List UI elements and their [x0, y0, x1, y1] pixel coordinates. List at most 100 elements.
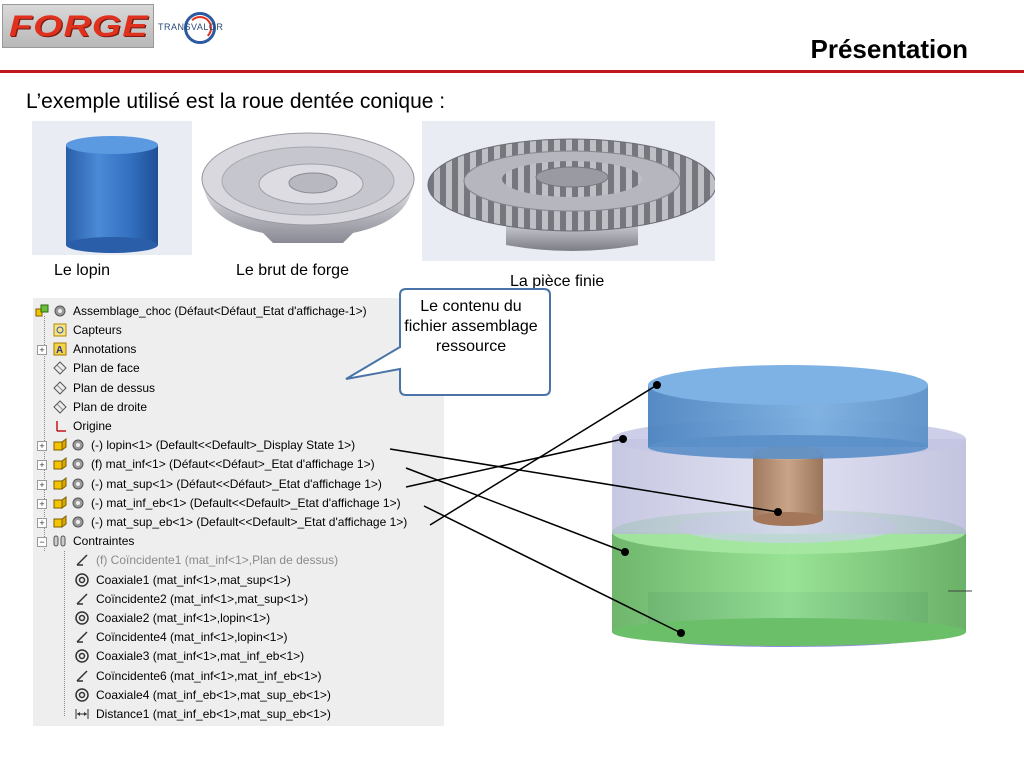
mate-item[interactable]: Coaxiale2 (mat_inf<1>,lopin<1>) — [33, 609, 444, 628]
callout-text: Le contenu du fichier assemblage ressour… — [404, 298, 538, 355]
expand-toggle-icon[interactable]: + — [37, 498, 47, 509]
gear-panel — [422, 121, 717, 261]
part-icon — [53, 457, 67, 471]
tree-item-label: Origine — [73, 419, 112, 433]
coincident-icon — [75, 669, 89, 683]
forge-logo: FORGE — [2, 4, 154, 48]
line-lopin — [389, 448, 779, 513]
part-icon — [53, 515, 67, 529]
origin-icon — [53, 419, 67, 433]
cylinder-billet-image — [66, 136, 158, 253]
part-icon — [53, 476, 67, 491]
title-divider — [0, 70, 1024, 73]
mate-item[interactable]: Coïncidente2 (mat_inf<1>,mat_sup<1>) — [33, 590, 444, 609]
coincident-icon — [75, 630, 89, 644]
distance-icon — [75, 707, 89, 721]
forged-blank-panel — [193, 121, 420, 255]
forge-logo-text: FORGE — [9, 10, 149, 43]
display-state-icon — [71, 496, 85, 510]
tree-item-label: Annotations — [73, 342, 137, 357]
tree-item[interactable]: +(-) mat_sup<1> (Défaut<<Défaut>_Etat d'… — [33, 475, 444, 494]
mate-item[interactable]: Coïncidente4 (mat_inf<1>,lopin<1>) — [33, 628, 444, 647]
tree-item[interactable]: Plan de face — [33, 359, 444, 378]
expand-toggle-icon[interactable]: + — [37, 345, 47, 356]
mate-item-label: Coïncidente2 (mat_inf<1>,mat_sup<1>) — [96, 591, 309, 606]
mate-item[interactable]: Coaxiale3 (mat_inf<1>,mat_inf_eb<1>) — [33, 647, 444, 666]
expand-toggle-icon[interactable]: + — [37, 479, 47, 490]
display-state-icon — [71, 457, 85, 471]
tree-item[interactable]: + (-) lopin<1> (Default<<Default>_Display… — [33, 436, 444, 455]
transvalor-logo-text: TRANSVALOR — [158, 22, 224, 32]
transvalor-swoosh-icon — [188, 16, 212, 40]
annotation-icon: A — [53, 342, 67, 356]
mate-item[interactable]: (f) Coïncidente1 (mat_inf<1>,Plan de des… — [33, 551, 444, 570]
mate-item[interactable]: Distance1 (mat_inf_eb<1>,mat_sup_eb<1>) — [33, 705, 444, 724]
tree-item[interactable]: − Contraintes — [33, 532, 444, 551]
expand-toggle-icon[interactable]: + — [37, 518, 47, 528]
mates-icon — [53, 534, 67, 548]
mate-item-label: Distance1 (mat_inf_eb<1>,mat_sup_eb<1>) — [96, 707, 331, 721]
caption-finished-part: La pièce finie — [510, 273, 605, 290]
mate-item-label: (f) Coïncidente1 (mat_inf<1>,Plan de des… — [96, 553, 339, 568]
mate-item-label: Coaxiale1 (mat_inf<1>,mat_sup<1>) — [96, 572, 291, 587]
caption-blank: Le brut de forge — [236, 262, 349, 279]
coincident-icon — [75, 592, 89, 606]
expand-toggle-icon[interactable]: − — [37, 537, 47, 548]
tree-item[interactable]: + A Annotations — [33, 340, 444, 359]
sensor-icon — [53, 323, 67, 337]
tree-item-label: (-) mat_sup_eb<1> (Default<<Default>_Eta… — [91, 515, 408, 529]
coincident-icon — [75, 553, 89, 567]
tree-item-label: (-) mat_inf_eb<1> (Default<<Default>_Eta… — [91, 495, 401, 510]
plane-icon — [53, 361, 67, 376]
expand-toggle-icon[interactable]: + — [37, 441, 47, 452]
tree-item[interactable]: + (f) mat_inf<1> (Défaut<<Défaut>_Etat d'… — [33, 455, 444, 474]
tree-item[interactable]: Plan de droite — [33, 398, 444, 417]
coaxial-icon — [75, 688, 89, 702]
mate-item[interactable]: Coïncidente6 (mat_inf<1>,mat_inf_eb<1>) — [33, 667, 444, 686]
assembly-icon — [35, 304, 49, 318]
tree-item[interactable]: + (-) mat_sup_eb<1> (Default<<Default>_Et… — [33, 513, 444, 532]
assembly-drawing — [612, 365, 972, 647]
tree-root[interactable]: Assemblage_choc (Défaut<Défaut_Etat d'af… — [33, 302, 444, 321]
tree-item-label: Plan de dessus — [73, 380, 156, 395]
tree-root-label: Assemblage_choc (Défaut<Défaut_Etat d'af… — [73, 304, 367, 318]
line-mat-inf-eb — [423, 505, 682, 634]
mate-item[interactable]: Coaxiale4 (mat_inf_eb<1>,mat_sup_eb<1>) — [33, 686, 444, 705]
tree-item[interactable]: Plan de dessus — [33, 379, 444, 398]
tree-guide-mates — [64, 551, 65, 716]
tree-item-label: (f) mat_inf<1> (Défaut<<Défaut>_Etat d'a… — [91, 457, 375, 472]
coaxial-icon — [75, 649, 89, 664]
transvalor-ring-icon — [184, 12, 216, 44]
callout-shape — [345, 288, 551, 396]
line-mat-inf — [405, 467, 626, 553]
forged-blank-image — [201, 132, 415, 243]
display-state-icon — [53, 304, 67, 318]
mate-item-label: Coaxiale2 (mat_inf<1>,lopin<1>) — [96, 611, 271, 625]
transvalor-logo: TRANSVALOR — [158, 10, 258, 50]
plane-icon — [53, 380, 67, 395]
tree-item-label: Plan de face — [73, 361, 140, 376]
line-mat-sup-eb — [429, 384, 658, 526]
tree-item[interactable]: Capteurs — [33, 321, 444, 340]
mate-item-label: Coaxiale3 (mat_inf<1>,mat_inf_eb<1>) — [96, 649, 305, 664]
part-icon — [53, 495, 67, 510]
line-mat-sup — [405, 438, 624, 488]
tree-item-label: Contraintes — [73, 534, 135, 549]
mate-item[interactable]: Coaxiale1 (mat_inf<1>,mat_sup<1>) — [33, 571, 444, 590]
bevel-gear-image — [427, 138, 717, 251]
caption-billet: Le lopin — [54, 262, 111, 279]
intro-text: L’exemple utilisé est la roue dentée con… — [26, 90, 446, 113]
coaxial-icon — [75, 611, 89, 625]
assembly-3d-view[interactable] — [598, 347, 972, 659]
plane-icon — [53, 400, 67, 414]
display-state-icon — [71, 438, 85, 452]
expand-toggle-icon[interactable]: + — [37, 460, 47, 471]
display-state-icon — [71, 515, 85, 529]
tree-item[interactable]: Origine — [33, 417, 444, 436]
mate-item-label: Coaxiale4 (mat_inf_eb<1>,mat_sup_eb<1>) — [96, 687, 331, 702]
tree-item-label: (-) lopin<1> (Default<<Default>_Display … — [91, 438, 356, 453]
callout-bubble: Le contenu du fichier assemblage ressour… — [345, 287, 551, 397]
tree-item[interactable]: + (-) mat_inf_eb<1> (Default<<Default>_Et… — [33, 494, 444, 513]
tree-item-label: Capteurs — [73, 323, 122, 337]
